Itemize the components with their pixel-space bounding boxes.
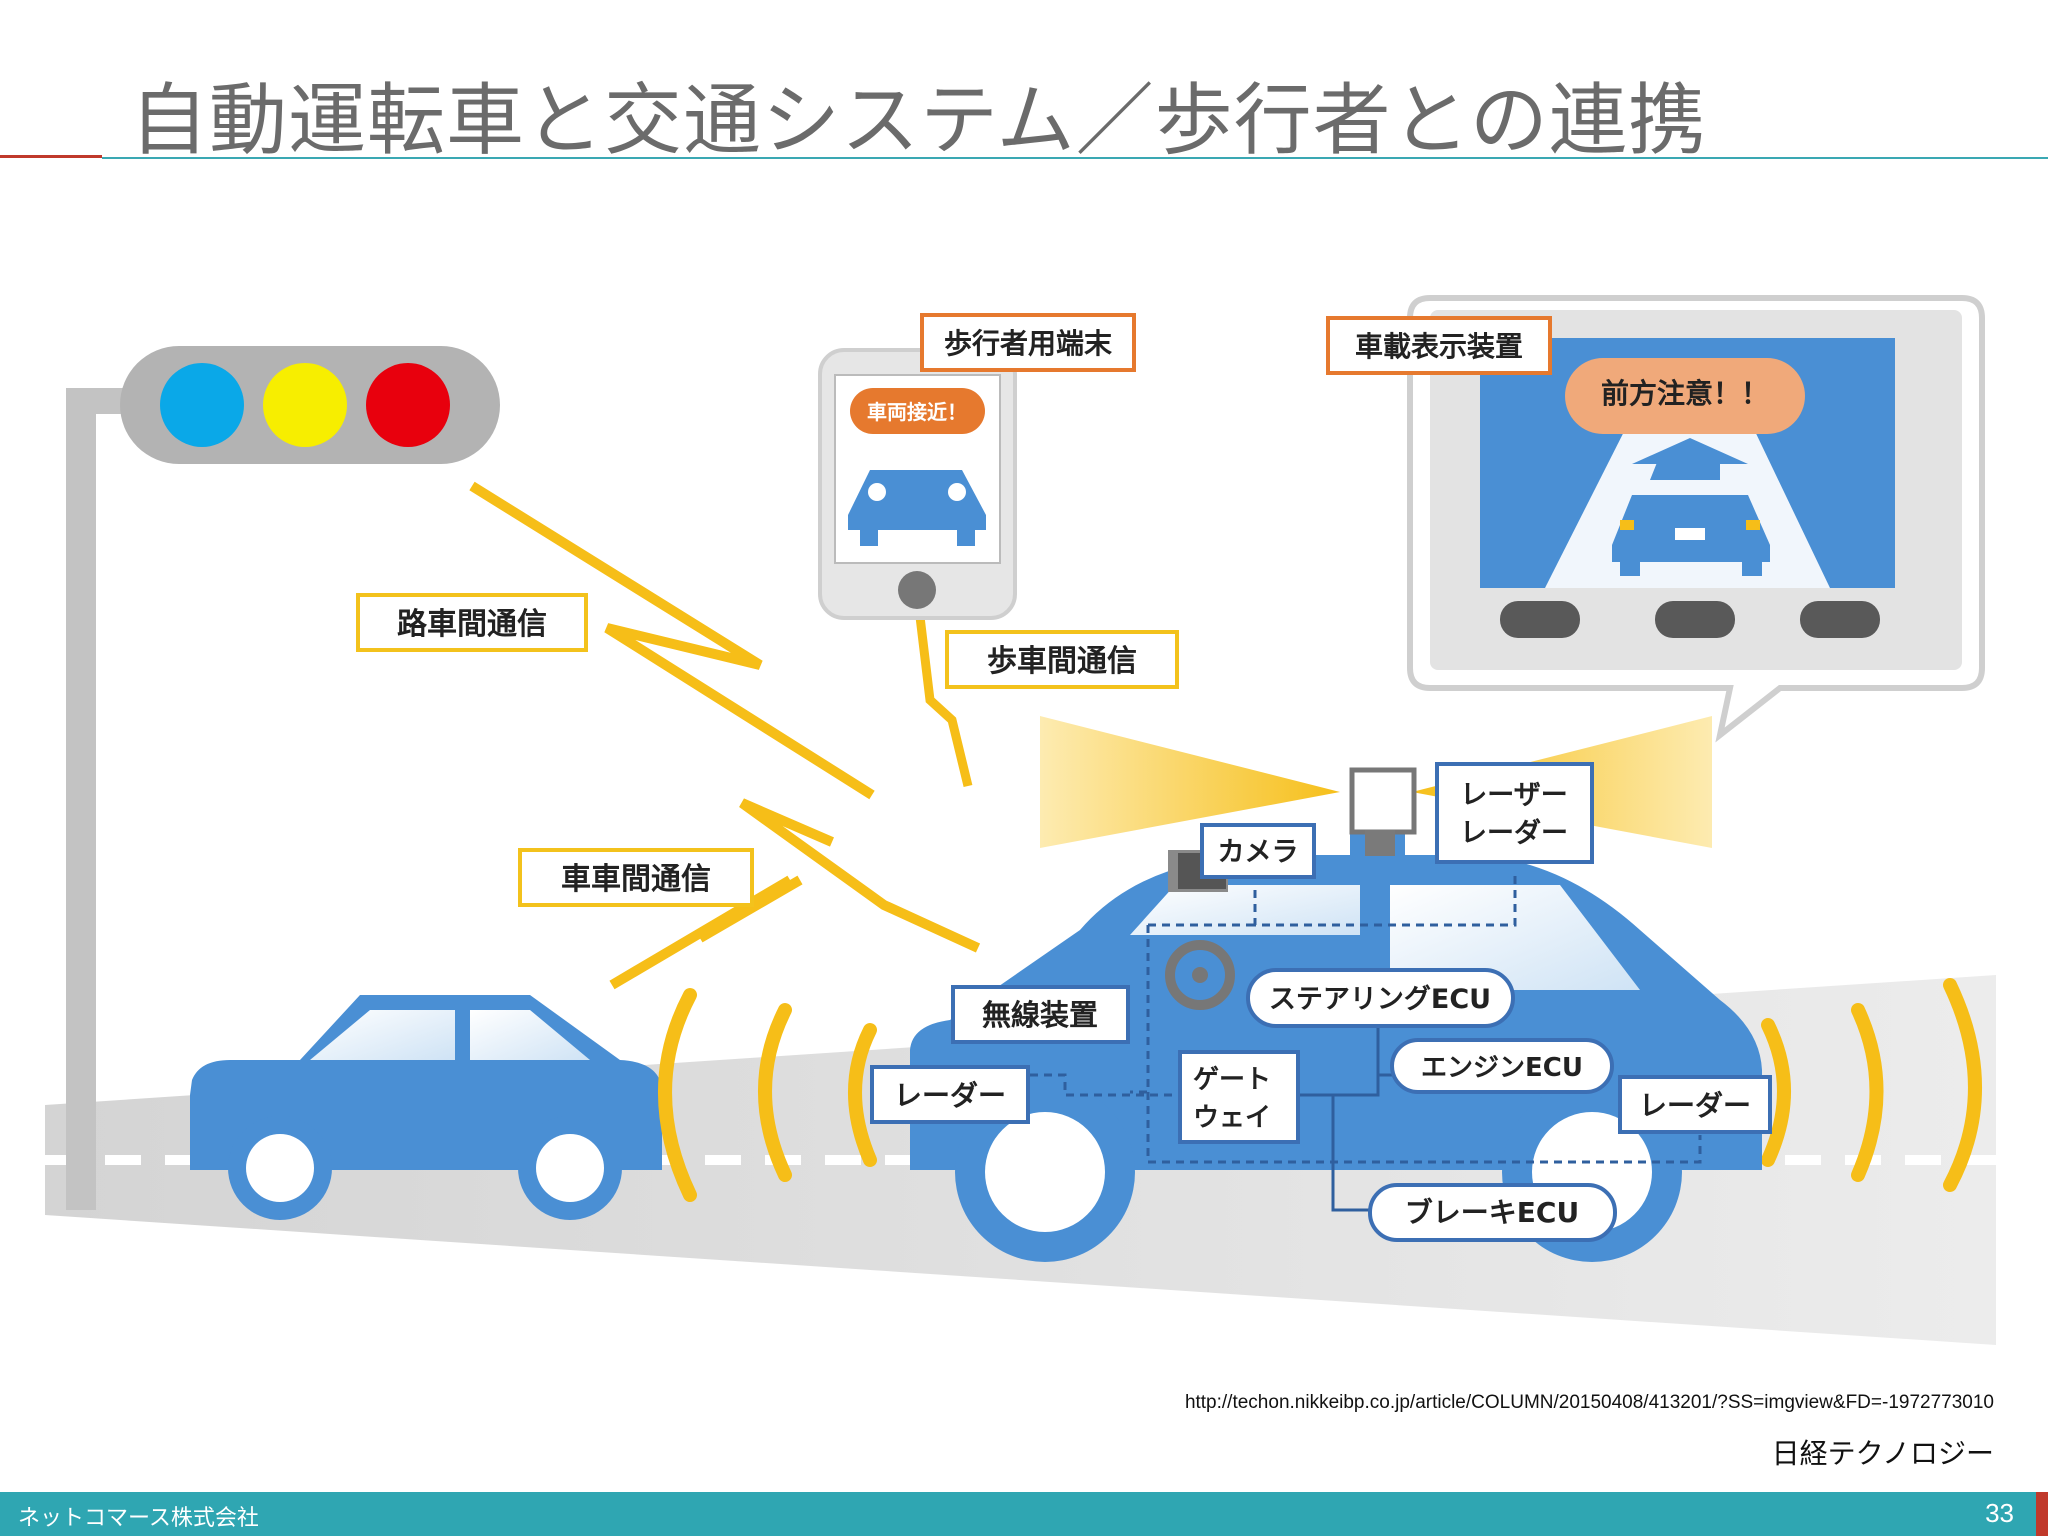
label-road-vehicle-comm: 路車間通信 (356, 593, 588, 652)
other-vehicle (190, 995, 662, 1220)
source-credit: 日経テクノロジー (1771, 1437, 1994, 1470)
svg-text:レーダー: レーダー (1460, 817, 1568, 849)
label-wireless-device: 無線装置 (951, 985, 1130, 1044)
signal-red-light (366, 363, 450, 447)
vehicle-network-wiring-solid (1298, 1025, 1395, 1212)
signal-blue-light (160, 363, 244, 447)
laser-beam-left (1040, 716, 1340, 848)
svg-text:無線装置: 無線装置 (982, 998, 1098, 1032)
slide-title: 自動運転車と交通システム／歩行者との連携 (130, 76, 1707, 166)
svg-text:レーダー: レーダー (894, 1079, 1006, 1112)
source-url: http://techon.nikkeibp.co.jp/article/COL… (1184, 1392, 1994, 1413)
label-vehicle-vehicle-comm: 車車間通信 (518, 848, 754, 907)
svg-text:車載表示装置: 車載表示装置 (1355, 330, 1523, 363)
label-in-vehicle-display: 車載表示装置 (1326, 316, 1552, 375)
svg-text:歩車間通信: 歩車間通信 (987, 644, 1137, 679)
svg-text:歩行者用端末: 歩行者用端末 (944, 327, 1112, 360)
svg-text:ブレーキECU: ブレーキECU (1405, 1196, 1579, 1229)
signal-yellow-light (263, 363, 347, 447)
lightning-vehicle-vehicle (609, 798, 981, 990)
label-radar-front: レーダー (1618, 1075, 1772, 1134)
label-pedestrian-vehicle-comm: 歩車間通信 (945, 630, 1179, 689)
svg-text:カメラ: カメラ (1218, 837, 1299, 868)
caution-ahead-text: 前方注意！！ (1601, 377, 1769, 410)
svg-text:ステアリングECU: ステアリングECU (1269, 983, 1491, 1015)
traffic-signal (66, 346, 500, 1210)
footer-accent (2036, 1492, 2048, 1536)
svg-text:レーダー: レーダー (1639, 1089, 1751, 1122)
label-camera: カメラ (1200, 823, 1316, 879)
svg-text:車車間通信: 車車間通信 (561, 862, 711, 897)
label-brake-ecu: ブレーキECU (1368, 1183, 1617, 1242)
smartphone (818, 348, 1017, 620)
title-rule (102, 157, 2048, 159)
radar-waves-rear (658, 988, 877, 1202)
lightning-pedestrian-vehicle (913, 599, 973, 788)
label-engine-ecu: エンジンECU (1390, 1038, 1614, 1094)
lightning-road-vehicle (469, 481, 875, 800)
in-vehicle-display (1407, 295, 1985, 743)
page-number: 33 (1985, 1498, 2014, 1528)
steering-wheel-icon (1165, 940, 1235, 1010)
label-steering-ecu: ステアリングECU (1246, 968, 1515, 1028)
title-rule-accent (0, 155, 102, 158)
radar-waves-front (1761, 978, 1982, 1192)
label-laser-radar: レーザー レーダー (1435, 762, 1594, 864)
label-radar-rear: レーダー (870, 1065, 1030, 1124)
label-pedestrian-terminal: 歩行者用端末 (920, 313, 1136, 372)
label-gateway: ゲート ウェイ (1178, 1050, 1300, 1144)
svg-text:レーザー: レーザー (1460, 780, 1567, 811)
vehicle-approaching-text: 車両接近！ (867, 400, 967, 424)
footer-bar: ネットコマース株式会社 33 (0, 1492, 2048, 1536)
svg-text:ゲート: ゲート (1193, 1065, 1271, 1095)
company-name: ネットコマース株式会社 (18, 1506, 259, 1531)
svg-text:エンジンECU: エンジンECU (1421, 1053, 1583, 1083)
svg-text:路車間通信: 路車間通信 (397, 607, 547, 642)
svg-text:ウェイ: ウェイ (1193, 1103, 1271, 1133)
